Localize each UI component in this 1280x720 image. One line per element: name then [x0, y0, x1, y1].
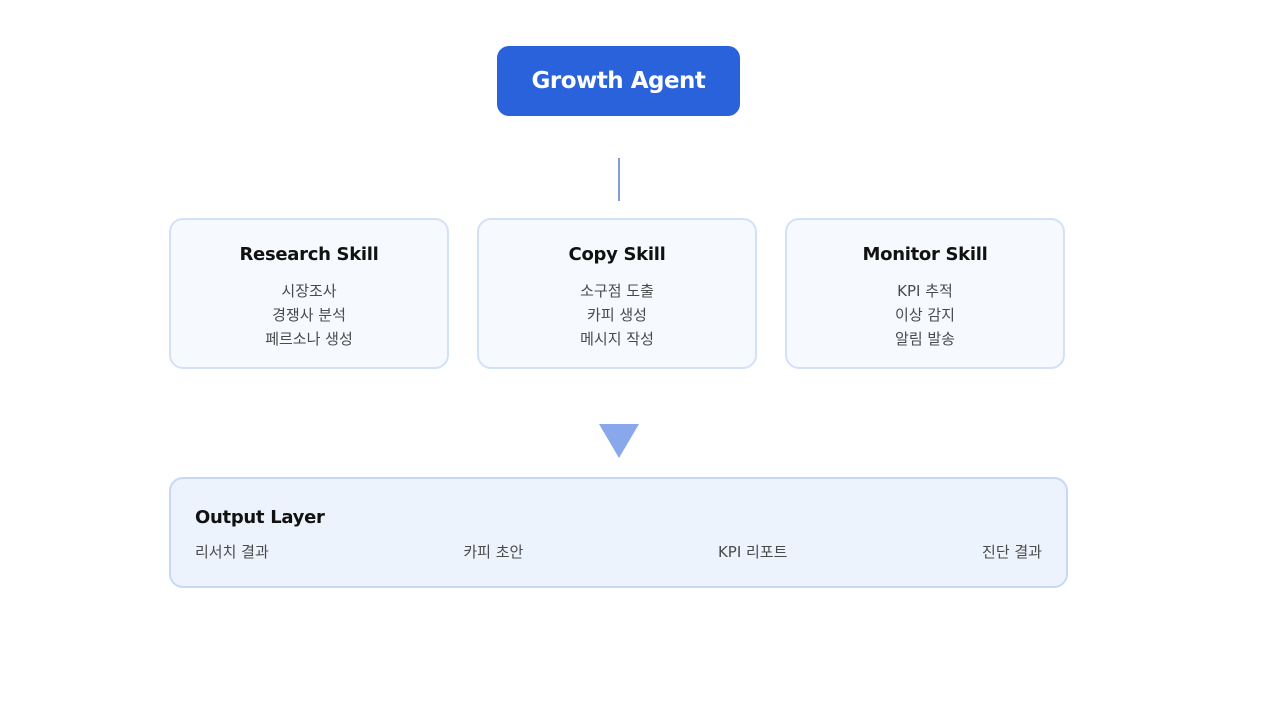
copy-skill-item: 소구점 도출 [580, 282, 654, 300]
copy-skill-card: Copy Skill 소구점 도출 카피 생성 메시지 작성 [477, 218, 757, 369]
growth-agent-label: Growth Agent [531, 68, 706, 94]
down-arrow-icon [599, 424, 639, 458]
output-layer-list: 리서치 결과 카피 초안 KPI 리포트 진단 결과 [195, 541, 1042, 562]
research-skill-title: Research Skill [239, 244, 379, 265]
output-layer-title: Output Layer [195, 507, 325, 528]
monitor-skill-item: 알림 발송 [895, 330, 955, 348]
monitor-skill-list: KPI 추적 이상 감지 알림 발송 [787, 279, 1063, 351]
monitor-skill-item: 이상 감지 [895, 306, 955, 324]
output-layer-card: Output Layer 리서치 결과 카피 초안 KPI 리포트 진단 결과 [169, 477, 1068, 588]
copy-skill-title: Copy Skill [568, 244, 666, 265]
output-item: KPI 리포트 [717, 543, 788, 561]
monitor-skill-item: KPI 추적 [897, 282, 953, 300]
output-item: 카피 초안 [463, 543, 524, 561]
agent-connector-line [618, 158, 620, 201]
research-skill-list: 시장조사 경쟁사 분석 페르소나 생성 [171, 279, 447, 351]
monitor-skill-title: Monitor Skill [862, 244, 988, 265]
growth-agent-node: Growth Agent [497, 46, 740, 116]
output-item: 리서치 결과 [195, 543, 269, 561]
research-skill-card: Research Skill 시장조사 경쟁사 분석 페르소나 생성 [169, 218, 449, 369]
copy-skill-item: 카피 생성 [587, 306, 647, 324]
research-skill-item: 페르소나 생성 [265, 330, 353, 348]
copy-skill-list: 소구점 도출 카피 생성 메시지 작성 [479, 279, 755, 351]
output-item: 진단 결과 [982, 543, 1042, 561]
copy-skill-item: 메시지 작성 [580, 330, 654, 348]
research-skill-item: 시장조사 [281, 282, 337, 300]
research-skill-item: 경쟁사 분석 [272, 306, 346, 324]
monitor-skill-card: Monitor Skill KPI 추적 이상 감지 알림 발송 [785, 218, 1065, 369]
